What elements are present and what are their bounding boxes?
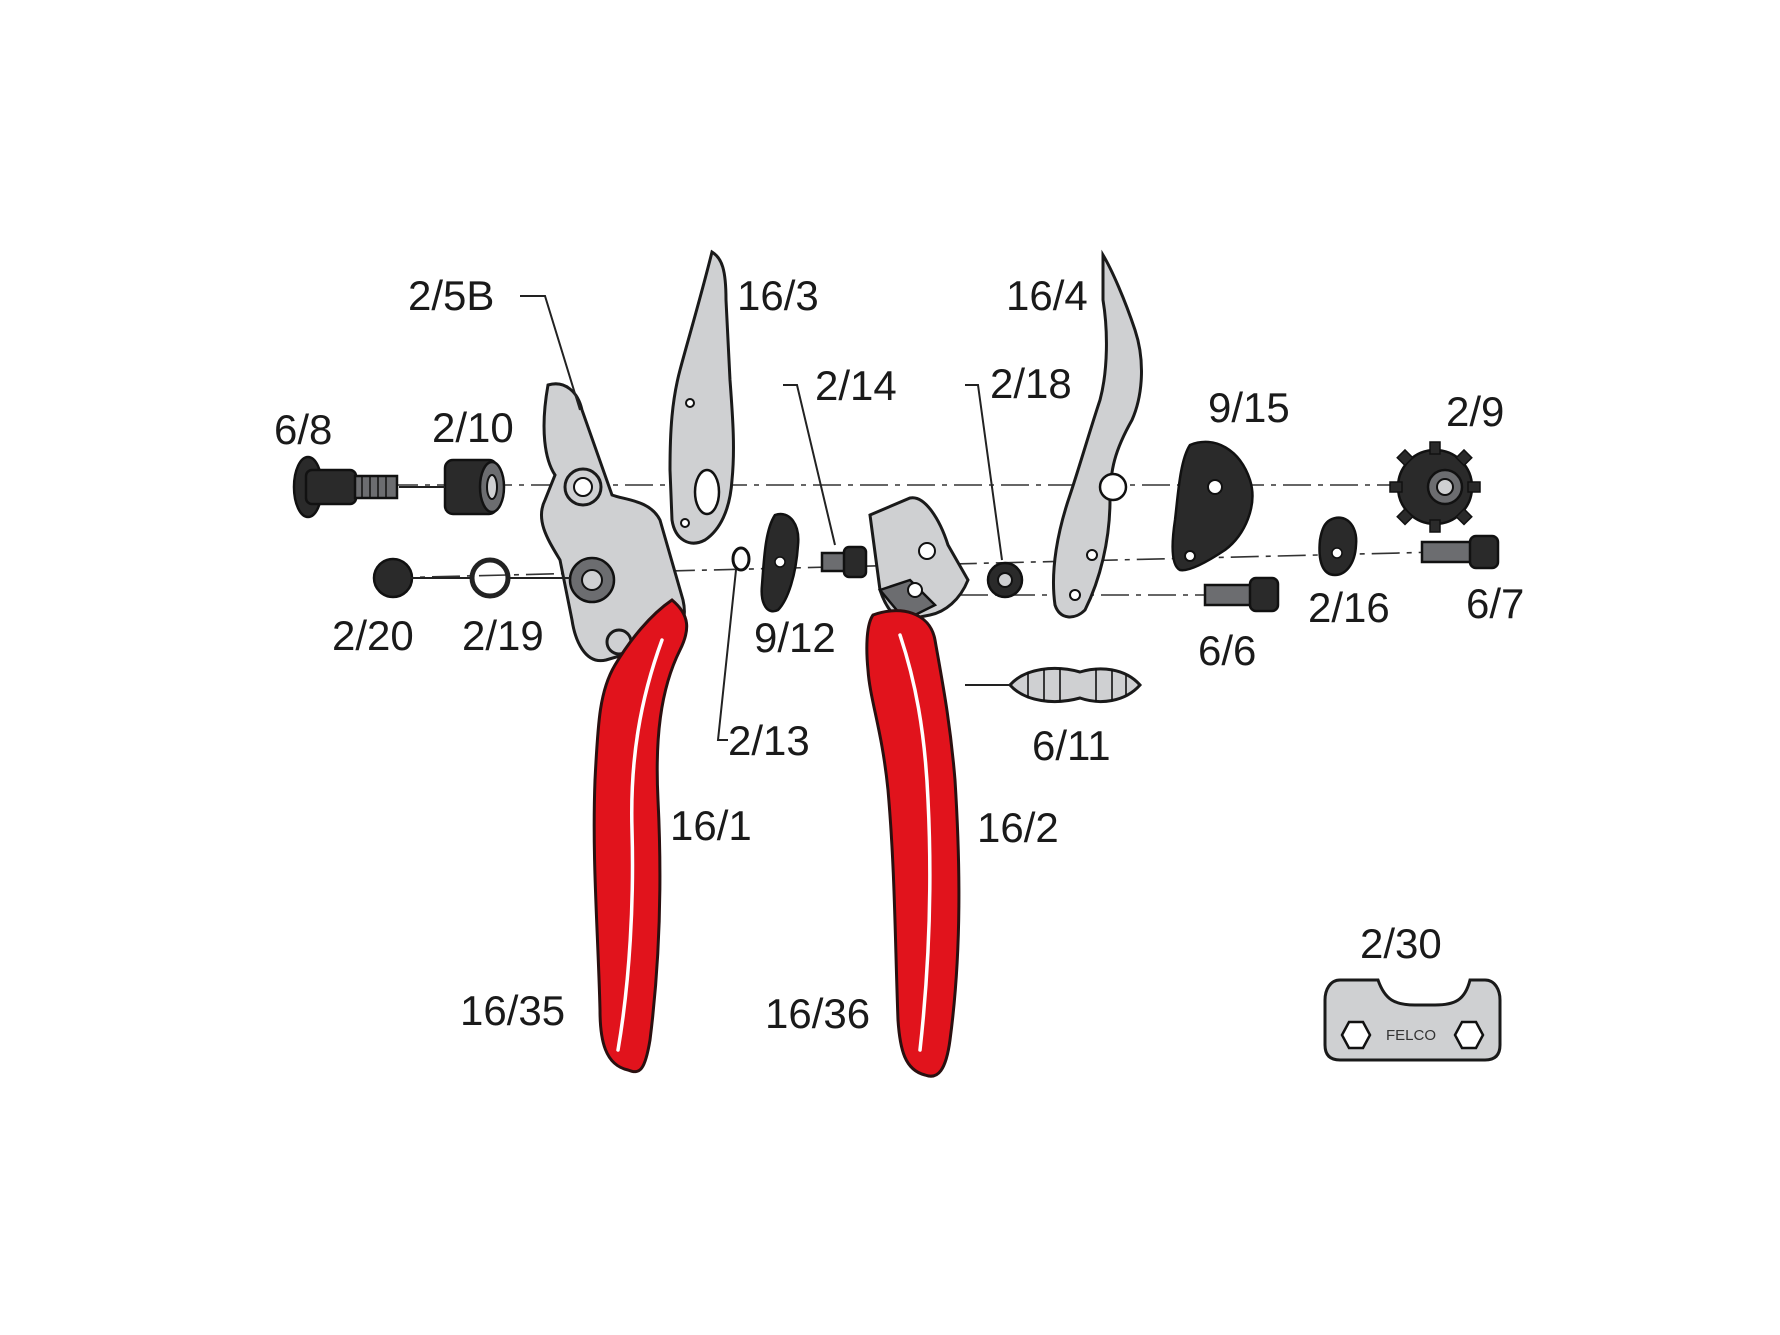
label-6-7: 6/7 xyxy=(1466,580,1524,627)
wrench-shape xyxy=(1323,978,1502,1062)
secondary-axis xyxy=(384,550,1481,579)
part-6-11-spring xyxy=(965,666,1143,704)
label-2-19: 2/19 xyxy=(462,612,544,659)
label-6-8: 6/8 xyxy=(274,406,332,453)
wrench-logo-text: FELCO xyxy=(1386,1027,1436,1044)
label-2-10: 2/10 xyxy=(432,404,514,451)
part-2-13-washer xyxy=(731,546,751,572)
label-16-36: 16/36 xyxy=(765,990,870,1037)
part-6-8-bolt xyxy=(292,455,399,519)
part-2-30-wrench: FELCO xyxy=(1323,978,1502,1062)
label-16-35: 16/35 xyxy=(460,987,565,1034)
part-9-15-plate xyxy=(1171,440,1254,572)
label-2-20: 2/20 xyxy=(332,612,414,659)
left-handle-assembly xyxy=(520,295,689,1074)
blade-16-4 xyxy=(1052,249,1143,619)
left-grip xyxy=(592,598,689,1074)
label-16-3: 16/3 xyxy=(737,272,819,319)
label-9-12: 9/12 xyxy=(754,614,836,661)
label-6-6: 6/6 xyxy=(1198,627,1256,674)
label-2-9: 2/9 xyxy=(1446,388,1504,435)
label-2-5b: 2/5B xyxy=(408,272,494,319)
part-2-16-ratchet xyxy=(1318,516,1358,577)
right-handle-assembly xyxy=(865,496,970,1078)
leader-2-5b xyxy=(520,295,581,411)
part-2-19-ring xyxy=(469,557,511,599)
part-2-18-bushing xyxy=(986,561,1024,599)
part-labels: 2/5B 16/3 16/4 2/14 2/18 9/15 2/9 6/8 2/… xyxy=(274,272,1524,1037)
blade-16-3-shape xyxy=(668,249,735,545)
label-16-1: 16/1 xyxy=(670,802,752,849)
label-2-14: 2/14 xyxy=(815,362,897,409)
leader-lines xyxy=(399,384,1003,741)
label-16-2: 16/2 xyxy=(977,804,1059,851)
label-2-13: 2/13 xyxy=(728,717,810,764)
label-2-30: 2/30 xyxy=(1360,920,1442,967)
label-6-11: 6/11 xyxy=(1032,722,1111,769)
part-9-12-spring-plate xyxy=(760,512,800,613)
blade-16-3 xyxy=(668,249,735,545)
label-2-16: 2/16 xyxy=(1308,584,1390,631)
part-2-9-gear-nut xyxy=(1389,441,1481,533)
label-9-15: 9/15 xyxy=(1208,384,1290,431)
part-6-7-screw xyxy=(1420,534,1500,570)
part-2-14-screw xyxy=(820,545,868,579)
blade-16-4-shape xyxy=(1052,249,1143,619)
label-16-4: 16/4 xyxy=(1006,272,1088,319)
part-2-20-cap xyxy=(372,557,414,599)
label-2-18: 2/18 xyxy=(990,360,1072,407)
part-6-6-screw xyxy=(1203,576,1280,613)
right-grip xyxy=(865,609,961,1078)
part-2-10-nut xyxy=(443,458,506,516)
